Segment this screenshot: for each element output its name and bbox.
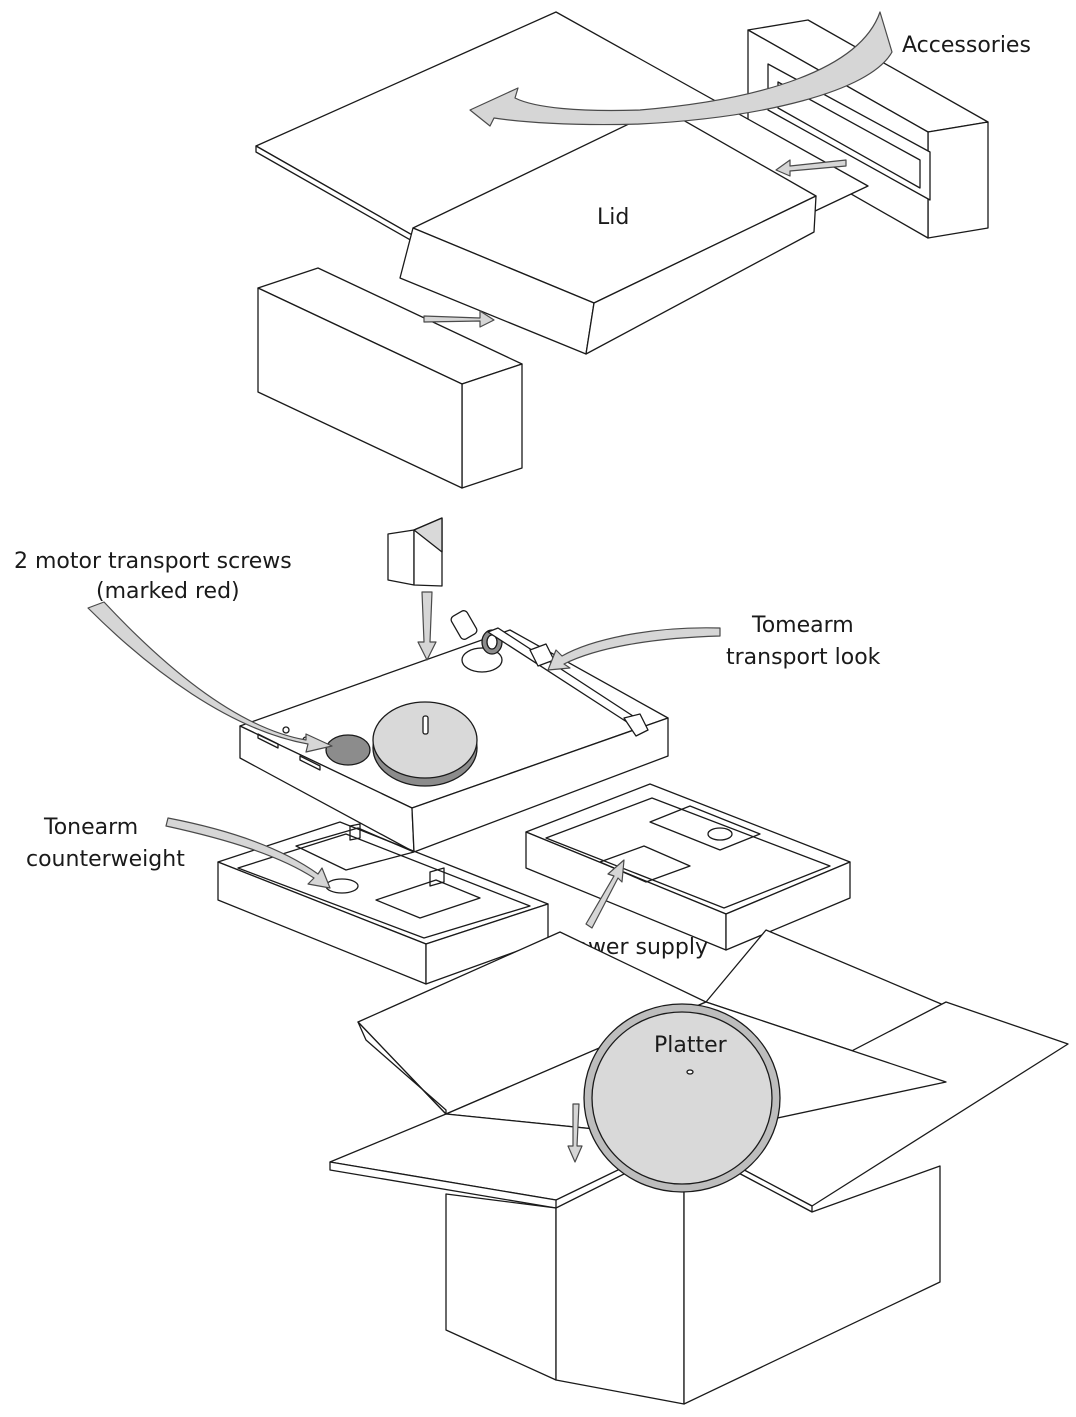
arrow-foam-right (423, 310, 495, 328)
sub-platter (372, 701, 478, 787)
label-tonearm-lock-line2: transport look (726, 645, 881, 670)
arrow-tonearm-lock (547, 627, 721, 671)
arrow-accessories-curve (469, 11, 893, 127)
label-accessories: Accessories (902, 33, 1031, 58)
arrow-down-platter (567, 1103, 583, 1163)
platter (583, 1003, 781, 1193)
label-counterweight-line1: Tonearm (43, 815, 138, 840)
label-motor-screws-line2: (marked red) (96, 579, 240, 604)
arrow-counterweight (165, 817, 331, 889)
arrow-motor-screws (87, 601, 333, 753)
left-foam-block (257, 267, 523, 489)
label-platter: Platter (654, 1033, 728, 1058)
label-tonearm-lock-line1: Tomearm (751, 613, 854, 638)
label-motor-screws-line1: 2 motor transport screws (14, 549, 292, 574)
counterweight-tray (217, 821, 549, 985)
arrow-down-subplatter (417, 591, 437, 661)
motor-pulley (325, 734, 371, 766)
tonearm (450, 610, 649, 737)
label-lid: Lid (597, 205, 629, 230)
lid-foam-tray (399, 107, 817, 355)
label-counterweight-line2: counterweight (26, 847, 185, 872)
label-card (387, 517, 443, 587)
power-supply-tray (525, 783, 851, 951)
arrow-power-supply (585, 859, 625, 929)
arrow-accessory-left (775, 159, 847, 177)
